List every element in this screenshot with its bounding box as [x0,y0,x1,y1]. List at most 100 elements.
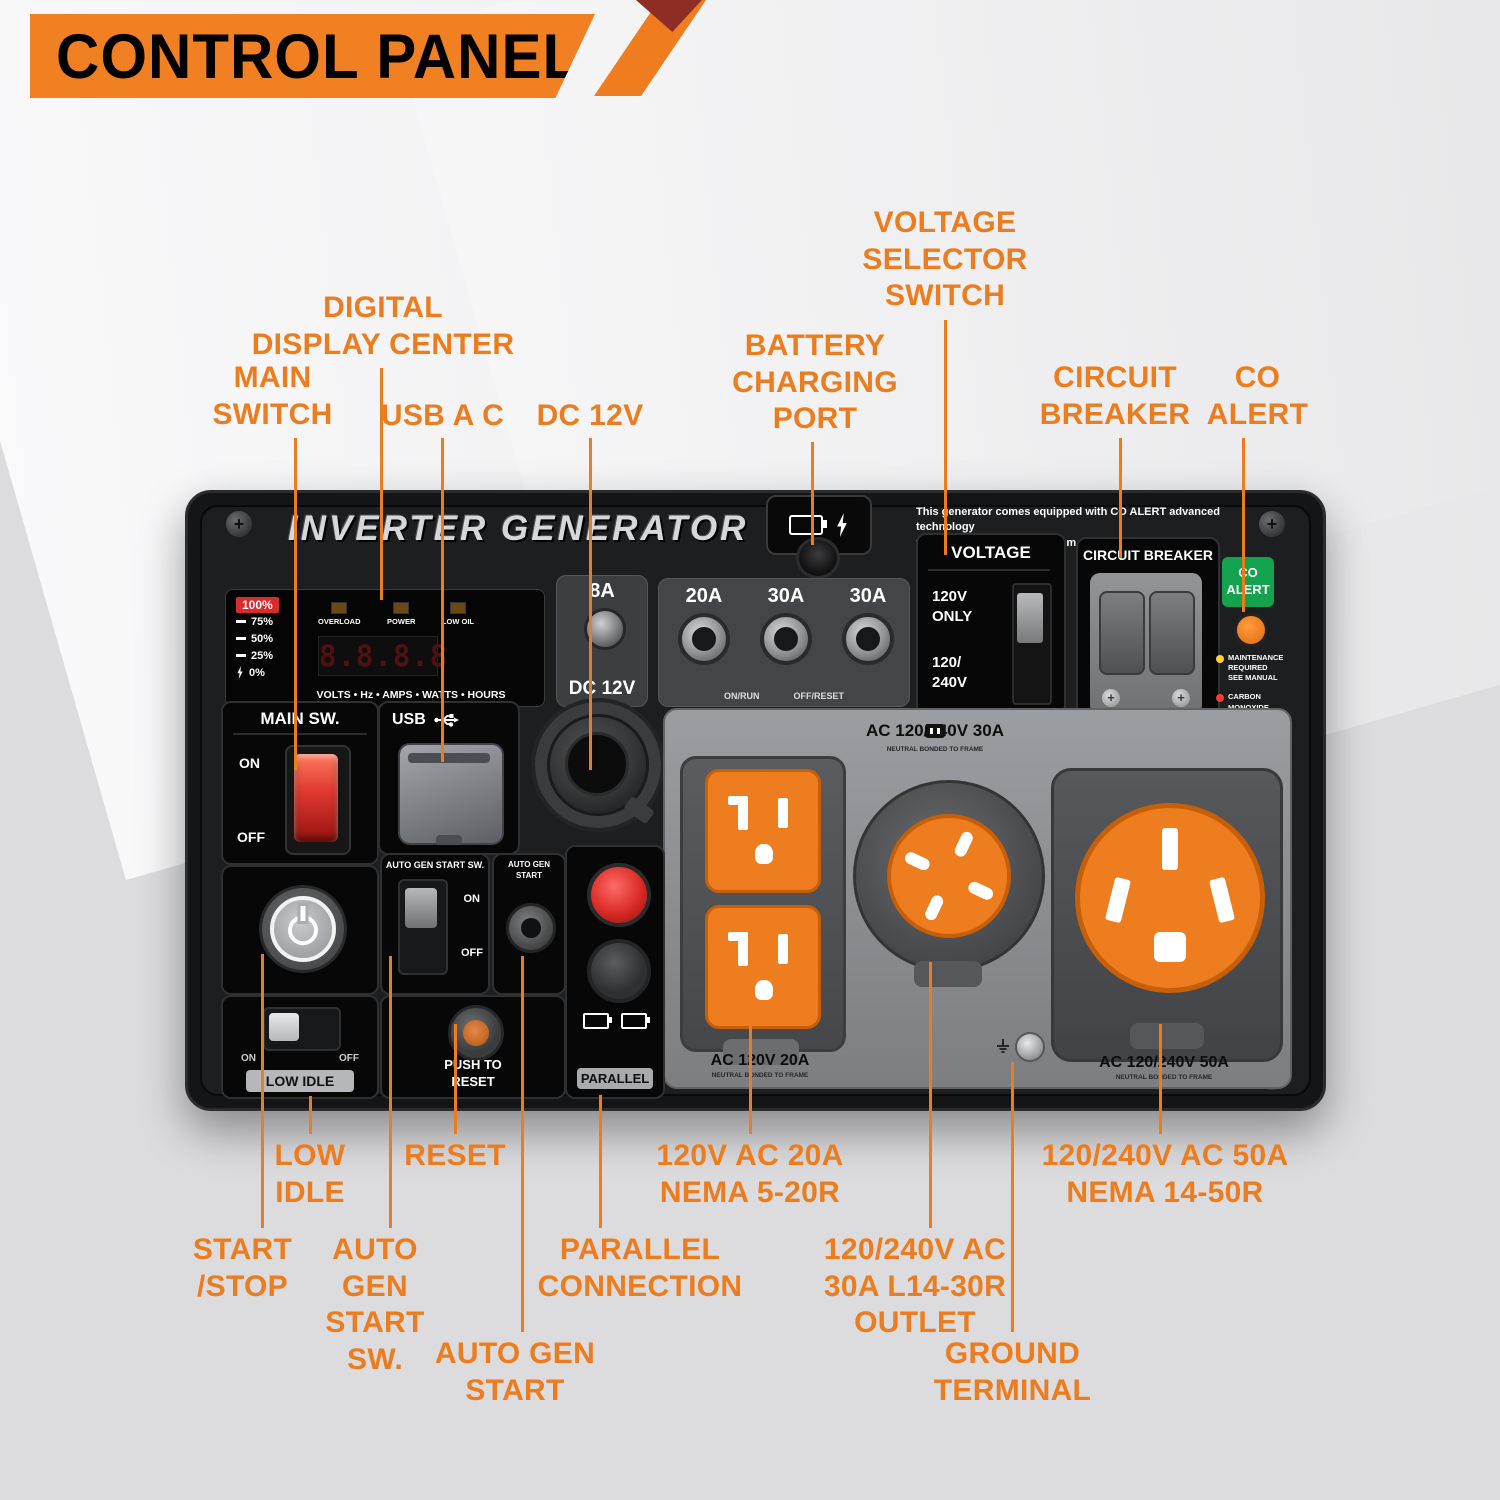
callout-circuit-breaker: CIRCUIT BREAKER [1039,361,1191,431]
callout-line [441,438,444,762]
digital-display-center: 100% 75% 50% 25% 0% OVERLOAD POWER LOW O… [225,589,545,707]
screw-icon: + [1102,689,1120,707]
gauge-75: 75% [251,615,274,628]
maintenance-text: MAINTENANCE REQUIRED SEE MANUAL [1228,653,1284,683]
duplex-outlet-20a [680,756,846,1065]
cover-latch [914,961,982,987]
main-switch-off-label: OFF [237,829,265,845]
gauge-0: 0% [249,666,265,679]
ac50-label: AC 120/240V 50A [1099,1054,1229,1071]
low-idle-box: ON OFF LOW IDLE [221,995,379,1099]
voltage-option-120: 120V ONLY [932,588,973,625]
dc-12v-socket [531,698,665,858]
usb-icon [434,714,459,727]
ac20-label: AC 120V 20A [710,1052,810,1069]
voltage-selector: VOLTAGE 120V ONLY 120/ 240V [916,533,1066,715]
gauge-50: 50% [251,632,274,645]
callout-line [1119,438,1122,558]
ac30-sublabel: NEUTRAL BONDED TO FRAME [886,746,984,753]
seven-segment-readout: 8.8.8.8 [318,636,447,676]
auto-gen-sw-title: AUTO GEN START SW. [385,860,485,870]
header-banner: CONTROL PANEL [30,14,595,98]
breaker-off-note: OFF/RESET [793,691,844,701]
callout-auto-gen-start: AUTO GEN START [434,1337,596,1407]
co-alert-badge: CO ALERT [1222,557,1274,607]
maintenance-dot [1216,655,1224,663]
callout-line [599,1095,602,1228]
breaker-30a-label-2: 30A [849,585,887,607]
breaker-section: 20A 30A 30A ON/RUN OFF/RESET [658,578,910,707]
callout-battery-charging-port: BATTERY CHARGING PORT [732,329,898,436]
reset-label: PUSH TO RESET [444,1057,502,1090]
usb-cover [398,743,504,845]
callout-outlet-30a: 120/240V AC 30A L14-30R OUTLET [823,1233,1007,1340]
start-stop-button [259,885,347,973]
callout-line [521,956,524,1332]
display-units: VOLTS • Hz • AMPS • WATTS • HOURS [316,689,506,701]
main-switch-rocker [294,754,338,842]
breaker-30a-button [760,613,812,665]
dc-amp-label: 8A [589,580,615,602]
breaker-20a-button [678,613,730,665]
callout-digital-display-center: DIGITAL DISPLAY CENTER [251,291,515,361]
callout-line [1159,1024,1162,1134]
reset-button [448,1005,504,1061]
power-led [393,602,410,614]
outlet-bay: AC 120/240V 30A NEUTRAL BONDED TO FRAME … [663,708,1292,1089]
voltage-option-240: 120/ 240V [932,654,968,691]
auto-gen-start-switch-box: AUTO GEN START SW. ON OFF [380,853,490,995]
auto-gen-start-port [506,903,556,953]
parallel-port-black [587,939,651,1003]
breaker-20a-label: 20A [685,585,723,607]
callout-line [380,368,383,600]
callout-reset: RESET [404,1139,506,1172]
battery-icons [567,1013,663,1029]
cover-latch [1130,1023,1204,1049]
callout-dc-12v: DC 12V [536,399,644,432]
lightning-icon [837,513,847,537]
callout-line [1011,1062,1014,1332]
callout-line [261,954,264,1228]
callout-co-alert: CO ALERT [1206,361,1309,431]
parallel-label: PARALLEL [577,1068,653,1089]
overload-led [331,602,348,614]
screw-icon: + [226,511,252,537]
callout-ground-terminal: GROUND TERMINAL [933,1337,1092,1407]
battery-icon [788,515,827,535]
twist-lock-outlet-l14-30r [853,780,1045,987]
dc-12v-label: DC 12V [568,678,636,699]
callout-line [389,956,392,1228]
circuit-breaker-title: CIRCUIT BREAKER [1083,547,1213,563]
breaker-30a-label: 30A [767,585,805,607]
callout-line [294,438,297,770]
usb-title: USB [392,711,426,728]
nema-5-20r-socket [705,769,821,893]
callout-outlet-50a: 120/240V AC 50A NEMA 14-50R [1041,1139,1289,1209]
low-idle-recess [263,1007,341,1051]
callout-outlet-20a: 120V AC 20A NEMA 5-20R [656,1139,844,1209]
callout-line [749,1020,752,1134]
breaker-on-note: ON/RUN [723,691,760,701]
toggle-recess [398,879,448,975]
gauge-100: 100% [236,596,279,613]
divider [233,733,367,735]
low-oil-led [449,602,466,614]
auto-gen-on-label: ON [463,893,481,905]
callout-usb-a-c: USB A C [380,399,505,432]
auto-gen-off-label: OFF [461,947,483,959]
battery-charging-socket [796,537,840,579]
ac50-sublabel: NEUTRAL BONDED TO FRAME [1115,1074,1213,1081]
fuel-gauge: 100% 75% 50% 25% 0% [236,596,310,681]
outlet-nema-14-50r [1051,768,1283,1062]
lightning-icon [237,666,243,679]
brand-text: INVERTER GENERATOR [288,509,749,548]
dc-12v-section: 8A DC 12V [556,575,648,707]
gauge-25: 25% [251,649,274,662]
nema-5-20r-socket [705,905,821,1029]
low-idle-label: LOW IDLE [246,1070,354,1092]
callout-line [309,1096,312,1134]
status-leds: OVERLOAD POWER LOW OIL [318,602,474,626]
callout-auto-gen-start-sw: AUTO GEN START SW. [325,1233,425,1376]
circuit-breaker-mechanism: + + [1090,573,1202,715]
